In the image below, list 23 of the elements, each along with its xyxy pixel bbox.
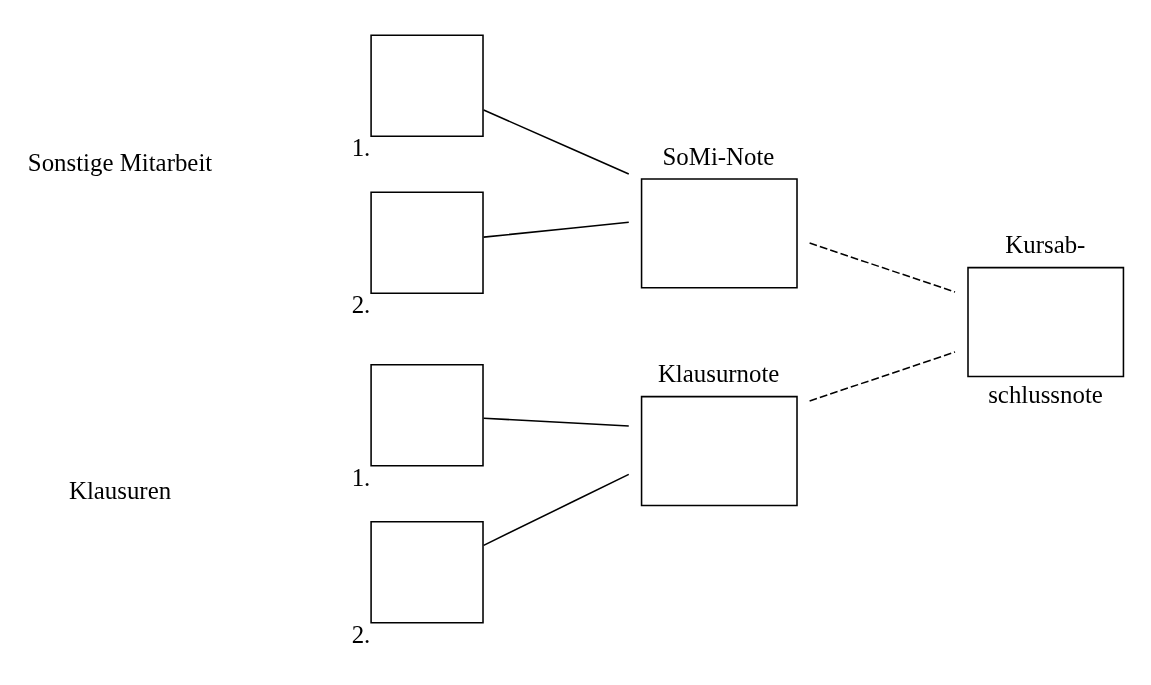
node-box: [640, 177, 798, 289]
connector: [482, 416, 630, 427]
node-box: [967, 266, 1125, 377]
connector: [482, 108, 630, 175]
node-label: Kursab-: [1005, 230, 1086, 258]
connector: [482, 473, 630, 546]
node-box: [640, 395, 798, 506]
node-box: [370, 363, 484, 467]
node-label: schlussnote: [988, 380, 1103, 408]
node-box: [370, 33, 484, 137]
connector: [808, 350, 956, 402]
node-box: [370, 190, 484, 294]
label: Sonstige Mitarbeit: [27, 148, 213, 176]
node-label: 2.: [351, 620, 371, 648]
connector: [482, 221, 630, 238]
node-label: SoMi-Note: [662, 142, 775, 170]
connector: [808, 241, 956, 293]
node-label: 1.: [351, 463, 371, 491]
node-label: Klausurnote: [657, 359, 780, 387]
node-label: 1.: [351, 133, 371, 161]
node-label: 2.: [351, 290, 371, 318]
node-box: [370, 520, 484, 624]
label: Klausuren: [68, 476, 172, 504]
